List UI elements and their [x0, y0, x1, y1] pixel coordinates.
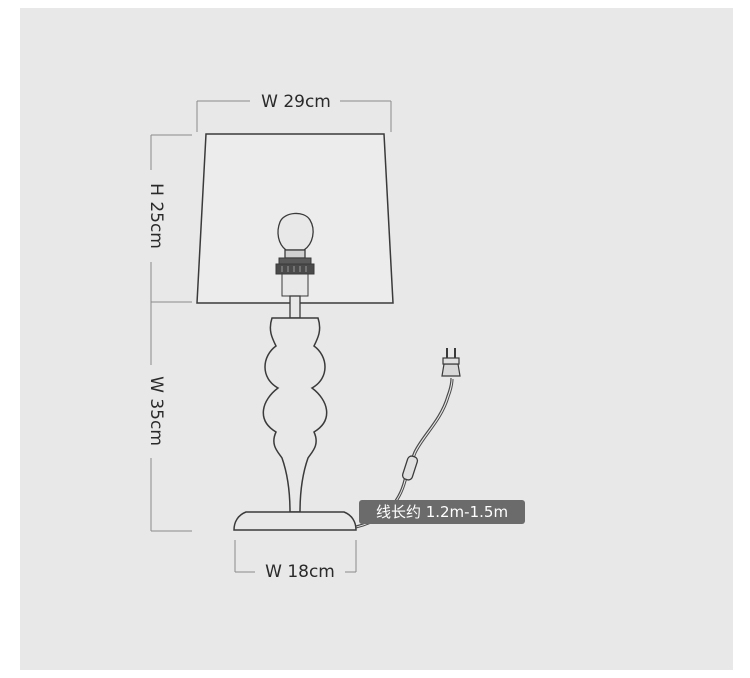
inline-switch: [401, 455, 419, 481]
diagram-background: [20, 8, 733, 670]
lamp-base: [233, 511, 357, 531]
plug-body: [441, 363, 461, 377]
body-height-dimension: [150, 302, 192, 532]
power-plug: [441, 348, 461, 377]
base-width-dimension: [234, 540, 357, 573]
light-bulb: [277, 212, 314, 259]
bulb-neck: [284, 249, 306, 259]
bulb-glass: [277, 212, 314, 251]
cord-length-label: 线长约 1.2m-1.5m: [376, 503, 508, 521]
shade-height-dimension: [150, 134, 192, 303]
body-height-label: W 35cm: [146, 376, 166, 446]
cord-length-badge: [359, 500, 525, 524]
lamp-socket: [275, 257, 315, 297]
shade-width-label: W 29cm: [261, 92, 331, 112]
lamp-body: [262, 317, 328, 513]
lamp-stem-connector: [289, 295, 301, 319]
shade-width-dimension: [196, 100, 392, 132]
shade-height-label: H 25cm: [146, 183, 166, 249]
base-width-label: W 18cm: [265, 562, 335, 582]
